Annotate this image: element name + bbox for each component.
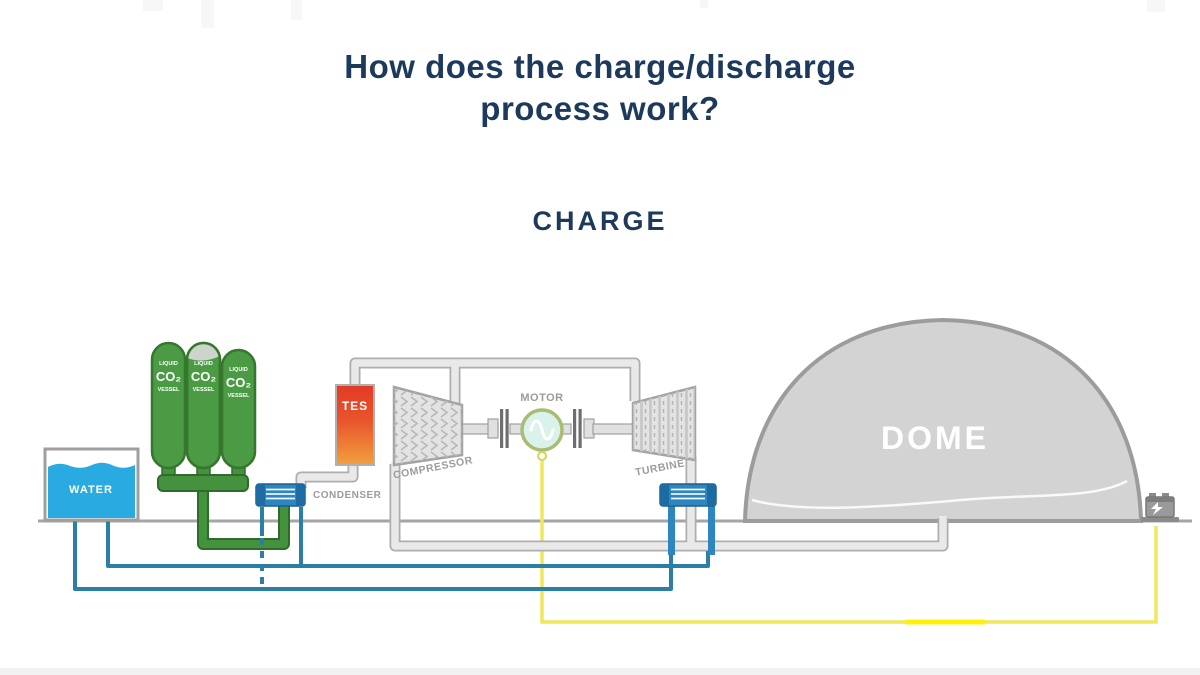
co2-vessel-1: LIQUID CO₂ VESSEL xyxy=(150,341,187,470)
shaft-couplings xyxy=(500,409,582,448)
turbine-label: TURBINE xyxy=(634,457,686,478)
water-pipe-upper xyxy=(106,518,710,568)
motor-label: MOTOR xyxy=(520,392,563,404)
condenser-label: CONDENSER xyxy=(313,490,382,501)
vessel-label-vessel: VESSEL xyxy=(228,393,250,399)
water-label: WATER xyxy=(69,484,113,496)
dome-shell xyxy=(742,317,1144,523)
water-pipe-lower xyxy=(73,518,673,591)
turbine-heat-exchanger xyxy=(659,483,717,555)
co2-vessels: LIQUID CO₂ VESSEL LIQUID CO₂ VESSEL LIQU… xyxy=(150,341,257,492)
dome: DOME xyxy=(742,317,1144,523)
page-title-line1: How does the charge/discharge xyxy=(344,48,856,85)
bottom-edge-strip xyxy=(0,668,1200,675)
vessel-label-liquid: LIQUID xyxy=(194,361,213,367)
motor-wire-node xyxy=(537,451,547,461)
water-tank: WATER xyxy=(43,447,140,522)
water-fill xyxy=(48,462,135,518)
vessel-label-co2: CO₂ xyxy=(226,375,252,390)
condenser: CONDENSER xyxy=(255,483,382,507)
battery-icon xyxy=(1141,493,1179,522)
vessel-label-co2: CO₂ xyxy=(156,369,182,384)
page-title-line2: process work? xyxy=(480,90,720,127)
vessel-headspace xyxy=(187,343,220,361)
lightning-bolt-icon xyxy=(1151,502,1163,515)
top-edge-artifact xyxy=(700,0,708,8)
motor: MOTOR xyxy=(520,392,564,461)
compressor: COMPRESSOR xyxy=(392,385,474,482)
vessel-label-liquid: LIQUID xyxy=(159,361,178,367)
tes-label: TES xyxy=(342,399,368,413)
top-edge-artifact xyxy=(1147,0,1165,12)
vessel-label-co2: CO₂ xyxy=(191,369,217,384)
dome-wave-line xyxy=(751,479,1128,509)
hx-water-pipe-right xyxy=(708,505,715,555)
turbine: TURBINE xyxy=(631,385,697,479)
dome-label: DOME xyxy=(881,420,989,456)
top-edge-artifact xyxy=(201,0,214,28)
vessel-label-liquid: LIQUID xyxy=(229,367,248,373)
page-title: How does the charge/discharge process wo… xyxy=(0,46,1200,130)
ac-sine-icon xyxy=(529,419,555,441)
co2-pipe-loop xyxy=(197,489,290,550)
vessel-label-vessel: VESSEL xyxy=(193,387,215,393)
vessel-label-vessel: VESSEL xyxy=(158,387,180,393)
co2-vessel-3: LIQUID CO₂ VESSEL xyxy=(220,348,257,470)
hx-water-pipe-left xyxy=(668,505,675,555)
co2-vessel-2: LIQUID CO₂ VESSEL xyxy=(185,341,222,470)
water-pipes xyxy=(73,507,710,591)
stage-label: CHARGE xyxy=(532,206,668,236)
top-edge-artifact xyxy=(291,0,302,20)
tes-unit: TES xyxy=(335,384,375,466)
top-edge-artifact xyxy=(143,0,163,11)
